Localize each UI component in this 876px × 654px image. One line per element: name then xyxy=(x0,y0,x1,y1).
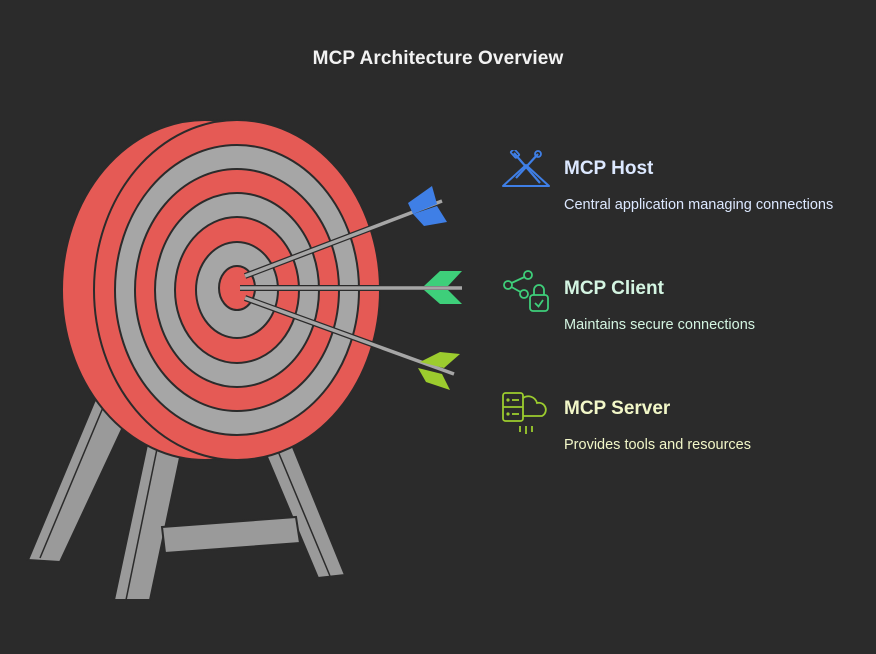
arrow-green xyxy=(240,271,462,304)
mcp-client-title: MCP Client xyxy=(564,278,664,299)
mcp-client-description: Maintains secure connections xyxy=(564,317,756,333)
server-cloud-icon xyxy=(502,392,547,434)
legend-item-mcp-server: MCP Server Provides tools and resources xyxy=(500,390,870,470)
archery-target-illustration xyxy=(26,119,462,601)
legend-item-mcp-host: MCP Host Central application managing co… xyxy=(500,150,870,230)
arrow-blue xyxy=(243,186,447,279)
mcp-host-description: Central application managing connections xyxy=(564,197,834,213)
mcp-host-title: MCP Host xyxy=(564,158,654,179)
diagram-title: MCP Architecture Overview xyxy=(312,48,564,69)
mcp-server-description: Provides tools and resources xyxy=(564,437,751,453)
arrow-lime xyxy=(243,295,460,390)
share-lock-icon xyxy=(503,270,549,312)
tools-icon xyxy=(502,150,550,187)
legend-item-mcp-client: MCP Client Maintains secure connections xyxy=(500,270,870,350)
target-stand xyxy=(26,398,347,601)
target-board xyxy=(61,119,381,461)
mcp-server-title: MCP Server xyxy=(564,398,671,419)
